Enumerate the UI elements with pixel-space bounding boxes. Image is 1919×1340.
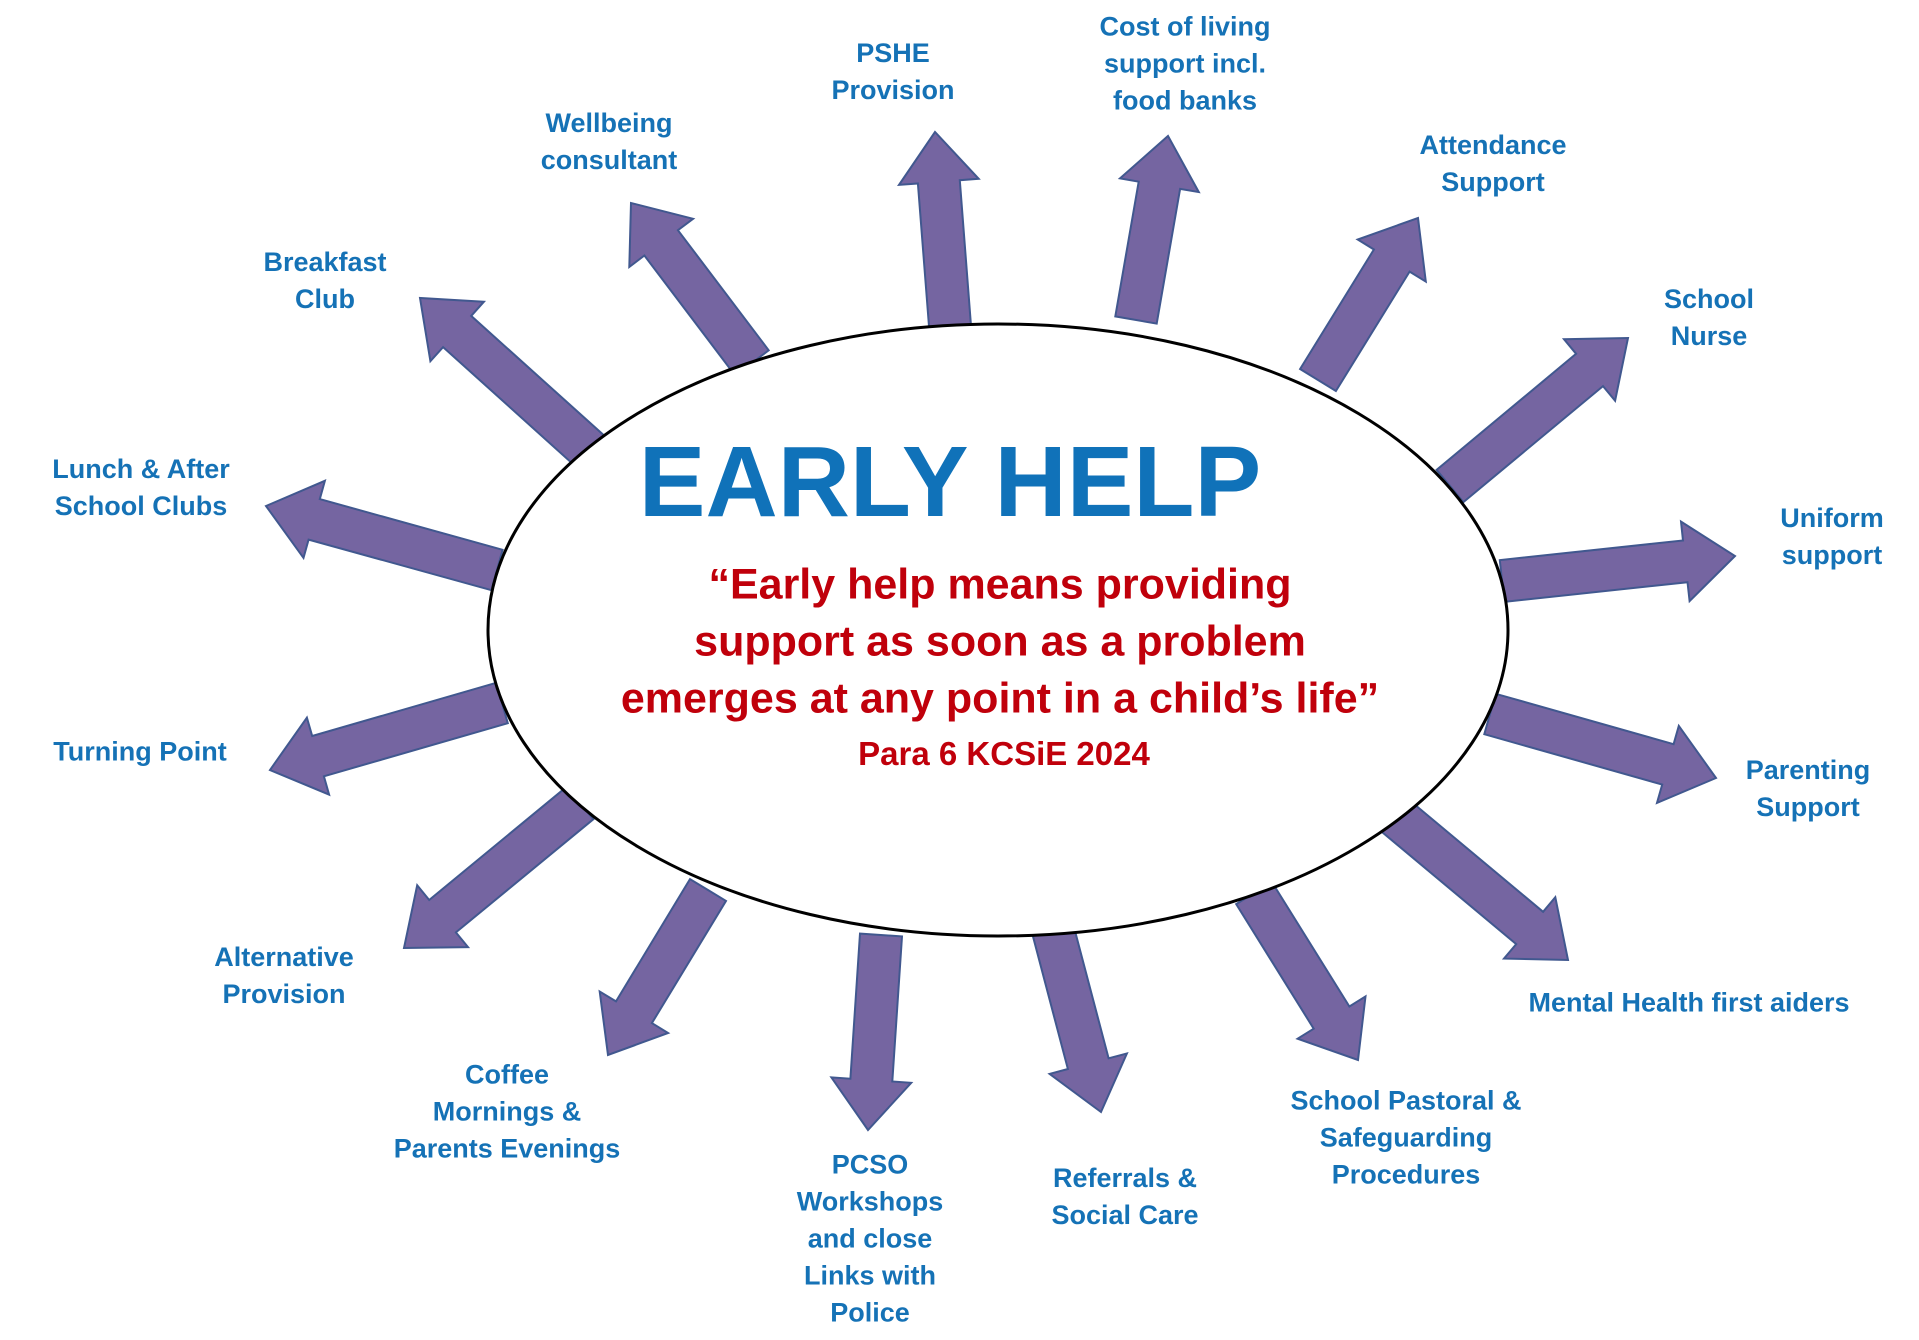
label-line: Lunch & After <box>52 454 230 484</box>
label-line: consultant <box>540 145 678 175</box>
arrow-attendance <box>1298 216 1428 393</box>
label-line: Provision <box>222 979 346 1009</box>
arrow-school-nurse <box>1435 336 1630 504</box>
label-line: Police <box>830 1297 910 1328</box>
label-mental-health: Mental Health first aiders <box>1528 985 1849 1022</box>
label-wellbeing: Wellbeing consultant <box>541 105 678 179</box>
label-line: Support <box>1756 792 1860 822</box>
label-cost-of-living: Cost of living support incl. food banks <box>1100 9 1271 120</box>
arrow-mental-health <box>1377 795 1570 962</box>
label-line: Procedures <box>1331 1159 1481 1190</box>
label-line: PSHE <box>856 38 930 68</box>
arrow-alternative <box>402 785 595 950</box>
label-line: Turning Point <box>53 736 227 767</box>
label-line: Wellbeing <box>545 108 673 138</box>
quote-line: “Early help means providing <box>708 560 1292 609</box>
arrow-turning-point <box>268 681 510 797</box>
arrow-pcso <box>829 932 914 1132</box>
label-referrals: Referrals & Social Care <box>1051 1160 1198 1234</box>
label-line: Safeguarding <box>1319 1122 1493 1153</box>
label-line: and close <box>807 1223 933 1254</box>
arrow-uniform <box>1498 519 1737 604</box>
label-line: PCSO <box>831 1149 909 1180</box>
arrow-parenting <box>1483 692 1718 805</box>
label-line: Club <box>294 284 355 314</box>
arrow-breakfast <box>418 296 607 470</box>
label-line: Links with <box>803 1260 936 1291</box>
label-line: Social Care <box>1051 1200 1199 1230</box>
arrow-lunch-clubs <box>264 479 504 592</box>
label-line: Workshops <box>796 1186 944 1217</box>
label-line: Alternative <box>214 942 354 972</box>
label-line: Cost of living <box>1099 11 1271 42</box>
arrow-referrals <box>1031 923 1129 1114</box>
label-line: Mornings & <box>432 1096 582 1127</box>
diagram-title: EARLY HELP <box>638 426 1262 538</box>
label-turning-point: Turning Point <box>53 734 226 771</box>
label-line: Breakfast <box>263 247 387 277</box>
quote-line: support as soon as a problem <box>694 617 1306 666</box>
label-uniform: Uniform support <box>1780 500 1884 574</box>
label-pshe: PSHE Provision <box>831 35 954 109</box>
label-line: support incl. <box>1104 48 1266 79</box>
arrow-wellbeing <box>628 201 771 378</box>
label-line: food banks <box>1112 85 1257 116</box>
quote-line: emerges at any point in a child’s life” <box>620 674 1380 723</box>
arrows-group <box>264 130 1737 1132</box>
early-help-quote: “Early help means providing support as so… <box>621 557 1379 728</box>
label-line: Mental Health first aiders <box>1528 987 1850 1018</box>
arrow-pshe <box>897 130 981 329</box>
label-line: Coffee <box>464 1059 549 1090</box>
arrow-pastoral <box>1234 880 1367 1062</box>
arrow-cost-of-living <box>1114 134 1201 325</box>
quote-source: Para 6 KCSiE 2024 <box>858 735 1150 772</box>
label-line: School Pastoral & <box>1290 1085 1522 1116</box>
label-line: Support <box>1441 167 1545 197</box>
label-line: Parenting <box>1745 755 1871 785</box>
label-line: Parents Evenings <box>393 1133 621 1164</box>
label-line: Uniform <box>1780 503 1884 533</box>
label-line: School Clubs <box>54 491 228 521</box>
label-line: School <box>1663 284 1755 314</box>
central-ellipse <box>486 322 1510 938</box>
label-line: Referrals & <box>1052 1163 1198 1193</box>
label-line: Nurse <box>1670 321 1748 351</box>
arrow-coffee <box>598 877 728 1057</box>
label-line: Provision <box>831 75 955 105</box>
label-line: support <box>1781 540 1883 570</box>
label-line: Attendance <box>1419 130 1567 160</box>
